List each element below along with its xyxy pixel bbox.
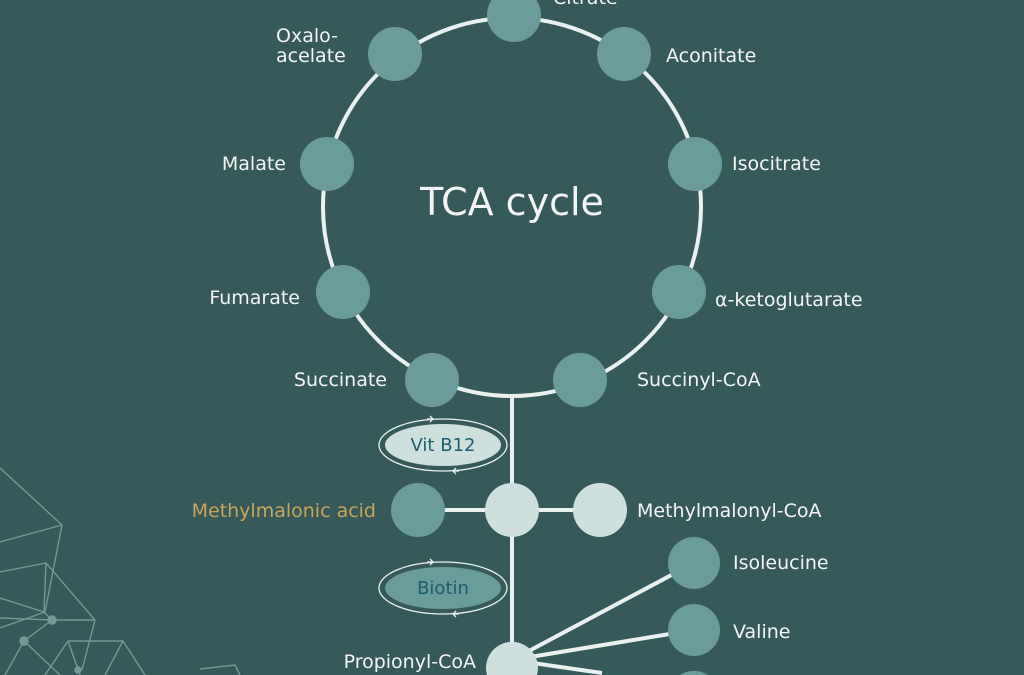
- cofactor-biotin: Biotin: [378, 558, 508, 618]
- node-amino-acid-partial: [680, 670, 708, 675]
- cycle-node-oxaloacetate: Oxalo- acelate: [276, 25, 422, 81]
- cycle-node-alpha-ketoglutarate: α-ketoglutarate: [652, 265, 863, 319]
- node-valine: Valine: [668, 604, 790, 656]
- cycle-node-aconitate: Aconitate: [597, 27, 756, 81]
- decorative-network-lines: [0, 467, 241, 675]
- node-label: Aconitate: [666, 45, 756, 67]
- cofactor-label: Vit B12: [411, 435, 476, 456]
- node-circle: [680, 670, 708, 675]
- node-label: Malate: [222, 153, 286, 175]
- node-label: Fumarate: [209, 287, 300, 309]
- node-circle: [597, 27, 651, 81]
- node-methylmalonic-acid: Methylmalonic acid: [192, 483, 445, 537]
- cofactor-arrow-ring: [378, 561, 508, 615]
- cycle-node-citrate: Citrate: [487, 0, 618, 42]
- connector-propionyl-valine: [511, 628, 695, 662]
- node-circle: [487, 0, 541, 42]
- node-label-line2: acelate: [276, 45, 346, 67]
- node-label: Succinyl-CoA: [637, 369, 761, 391]
- node-circle: [573, 483, 627, 537]
- cycle-node-isocitrate: Isocitrate: [668, 137, 821, 191]
- node-circle: [652, 265, 706, 319]
- node-isoleucine: Isoleucine: [668, 537, 829, 589]
- cycle-arrow-icon: [427, 558, 459, 618]
- node-circle: [300, 137, 354, 191]
- node-label: Propionyl-CoA: [344, 651, 476, 673]
- node-circle: [368, 27, 422, 81]
- cycle-node-succinate: Succinate: [294, 353, 459, 407]
- node-propionyl-coa: Propionyl-CoA: [344, 641, 538, 675]
- node-circle: [553, 353, 607, 407]
- node-circle: [668, 537, 720, 589]
- cofactor-label: Biotin: [417, 578, 469, 599]
- cycle-node-succinyl-coa: Succinyl-CoA: [553, 353, 761, 407]
- node-label: Methylmalonyl-CoA: [637, 500, 821, 522]
- connector-propionyl-isoleucine: [511, 561, 695, 662]
- cofactor-pill: [385, 424, 501, 466]
- node-label: Valine: [733, 621, 790, 643]
- node-label: Methylmalonic acid: [192, 500, 376, 522]
- node-junction: [485, 483, 539, 537]
- node-label: Isoleucine: [733, 552, 829, 574]
- node-label: α-ketoglutarate: [715, 289, 863, 311]
- cofactor-arrow-ring: [378, 418, 508, 472]
- node-circle: [668, 137, 722, 191]
- cycle-node-fumarate: Fumarate: [209, 265, 370, 319]
- cycle-arrow-icon: [427, 415, 459, 475]
- node-label-line1: Oxalo-: [276, 25, 338, 47]
- node-label: Citrate: [553, 0, 618, 9]
- node-label: Succinate: [294, 369, 387, 391]
- node-circle: [668, 604, 720, 656]
- cofactor-vit-b12: Vit B12: [378, 415, 508, 475]
- cycle-node-malate: Malate: [222, 137, 354, 191]
- node-circle: [486, 641, 538, 675]
- node-circle: [391, 483, 445, 537]
- node-methylmalonyl-coa: Methylmalonyl-CoA: [573, 483, 821, 537]
- cofactor-pill: [385, 567, 501, 609]
- node-circle: [485, 483, 539, 537]
- node-circle: [405, 353, 459, 407]
- node-circle: [316, 265, 370, 319]
- diagram-title: TCA cycle: [419, 180, 604, 224]
- node-label: Isocitrate: [732, 153, 821, 175]
